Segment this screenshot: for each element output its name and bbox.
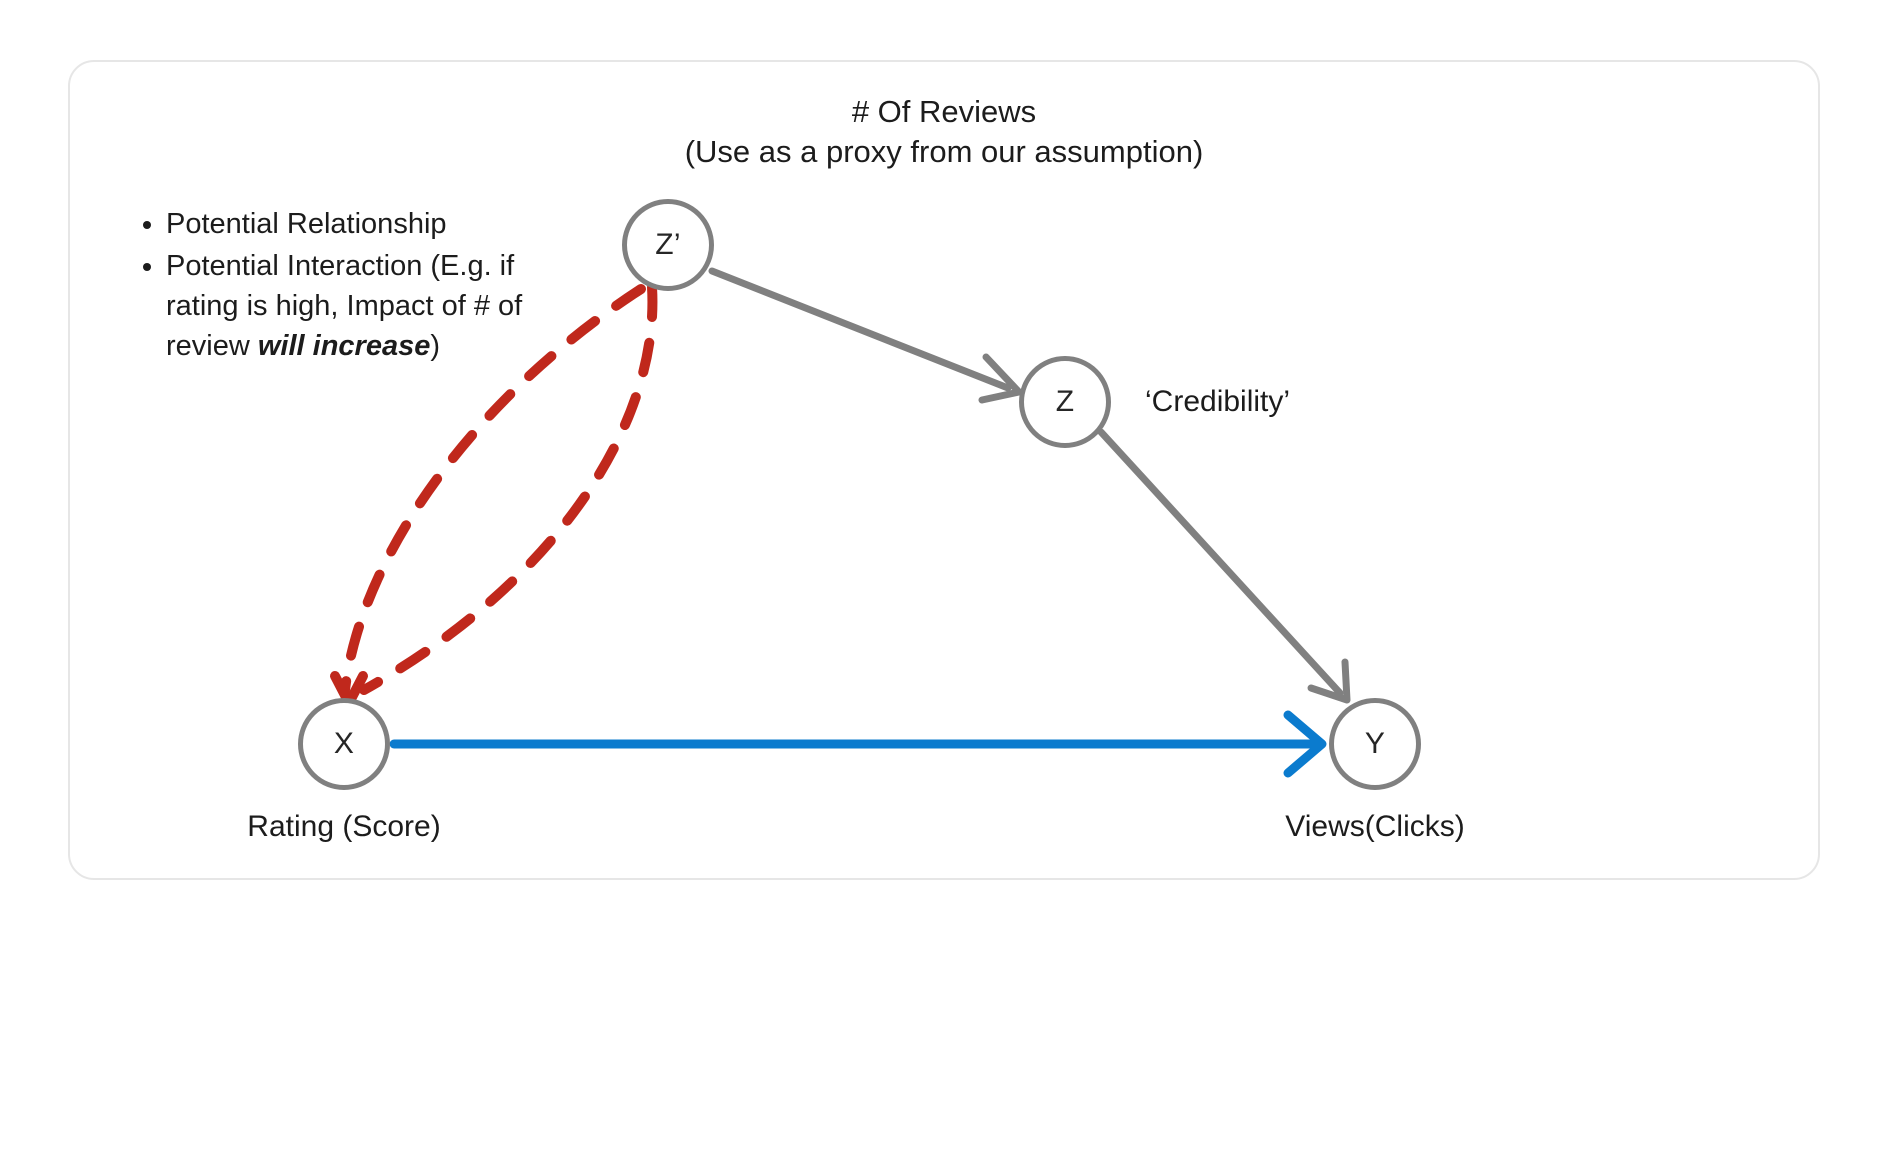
legend-item-label: Potential Relationship: [166, 208, 447, 240]
node-z-caption-credibility: ‘Credibility’: [1145, 385, 1291, 418]
legend-item-label-emphasis: will increase: [257, 330, 431, 363]
node-y-label: Y: [1364, 727, 1386, 760]
node-y[interactable]: Y: [1329, 698, 1421, 790]
legend-bullet-list: Potential Relationship Potential Interac…: [136, 204, 556, 368]
legend-item-potential-interaction: Potential Interaction (E.g. if rating is…: [166, 246, 556, 366]
node-y-caption: Views(Clicks): [1285, 810, 1465, 843]
legend-item-potential-relationship: Potential Relationship: [166, 204, 556, 244]
legend-item-label-prefix: Potential Interaction (E.g. if rating is…: [166, 250, 523, 363]
legend-item-label-suffix: ): [430, 330, 441, 363]
node-x-caption: Rating (Score): [247, 810, 441, 843]
node-z[interactable]: Z: [1019, 356, 1111, 448]
node-x[interactable]: X: [298, 698, 390, 790]
node-x-label: X: [333, 727, 355, 760]
node-z-label: Z: [1055, 385, 1075, 418]
node-zprime[interactable]: Z’: [622, 199, 714, 291]
node-zprime-label: Z’: [655, 228, 681, 261]
